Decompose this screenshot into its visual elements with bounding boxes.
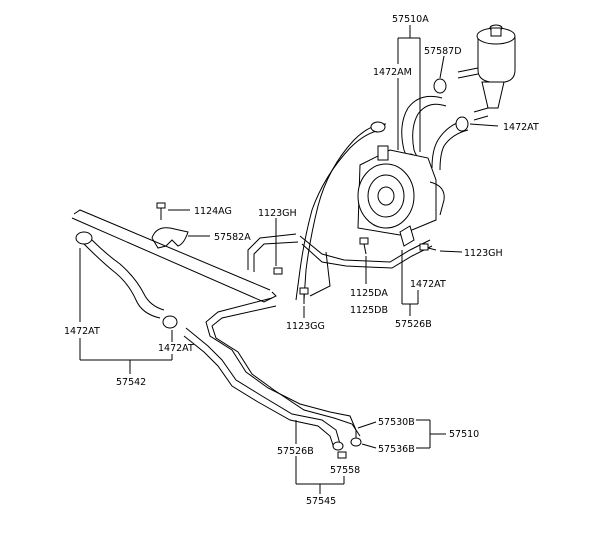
fitting-57558 bbox=[337, 451, 347, 459]
label-57530B: 57530B bbox=[378, 417, 415, 428]
pipe-return-upper bbox=[295, 121, 433, 301]
clamp-top-1 bbox=[403, 78, 469, 167]
label-1472AT-mid: 1472AT bbox=[410, 279, 446, 290]
bracket-57582A bbox=[151, 227, 189, 249]
clip-mid bbox=[399, 225, 415, 247]
label-1123GH-left: 1123GH bbox=[258, 208, 297, 219]
label-1125DB: 1125DB bbox=[350, 305, 388, 316]
label-57510A: 57510A bbox=[392, 14, 429, 25]
label-1123GH-right: 1123GH bbox=[464, 248, 503, 259]
label-1472AT-top: 1472AT bbox=[503, 122, 539, 133]
label-1125DA: 1125DA bbox=[350, 288, 388, 299]
label-57536B: 57536B bbox=[378, 444, 415, 455]
label-57545: 57545 bbox=[306, 496, 336, 507]
label-57526B-mid: 57526B bbox=[395, 319, 432, 330]
bracket-outline bbox=[71, 209, 277, 303]
label-1472AM: 1472AM bbox=[373, 67, 412, 78]
label-57587D: 57587D bbox=[424, 46, 462, 57]
label-57582A: 57582A bbox=[214, 232, 251, 243]
bolt-1125DA bbox=[359, 237, 369, 255]
bolt-1123GH-left bbox=[273, 267, 283, 275]
label-57558: 57558 bbox=[330, 465, 360, 476]
label-57542: 57542 bbox=[116, 377, 146, 388]
reservoir bbox=[457, 24, 516, 121]
pipe-left-mid bbox=[247, 233, 331, 297]
bolt-1124AG bbox=[156, 202, 166, 220]
bolt-1123GH-right bbox=[419, 243, 437, 251]
leader-lines bbox=[79, 25, 499, 494]
label-57526B-low: 57526B bbox=[277, 446, 314, 457]
label-57510: 57510 bbox=[449, 429, 479, 440]
label-1124AG: 1124AG bbox=[194, 206, 232, 217]
bolt-1123GG bbox=[299, 287, 309, 304]
label-1472AT-lower: 1472AT bbox=[158, 343, 194, 354]
label-1123GG: 1123GG bbox=[286, 321, 325, 332]
label-1472AT-left: 1472AT bbox=[64, 326, 100, 337]
hose-57542 bbox=[75, 231, 178, 329]
pump bbox=[357, 145, 445, 236]
pipe-cooler-long bbox=[183, 297, 362, 451]
